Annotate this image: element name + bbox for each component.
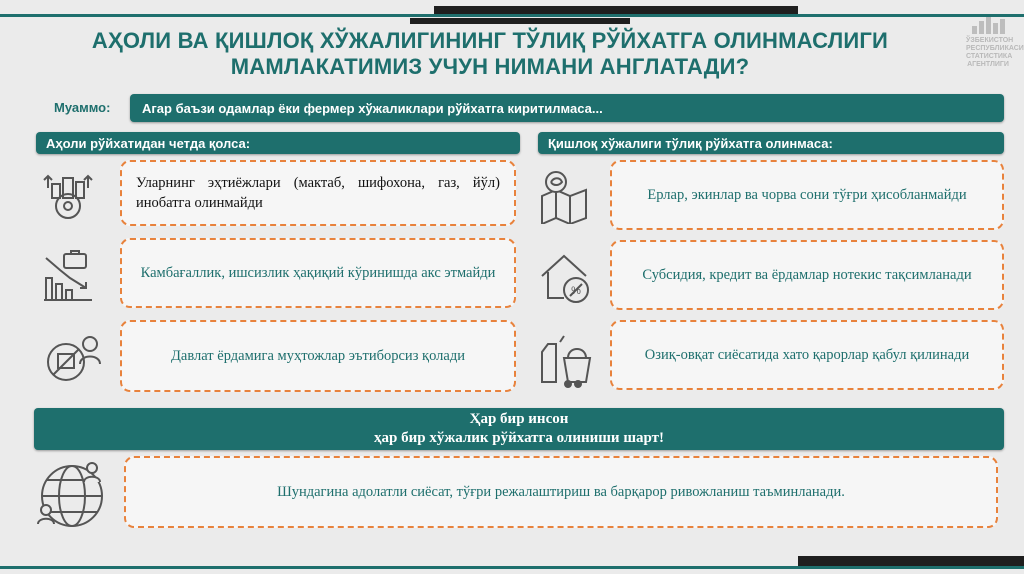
right-item-1-text: Ерлар, экинлар ва чорва сони тўғри ҳисоб… <box>647 187 967 203</box>
declining-chart-briefcase-icon <box>44 250 92 301</box>
left-section-header: Аҳоли рўйхатидан четда қолса: <box>36 132 520 154</box>
left-item-2: Камбағаллик, ишсизлик ҳақиқий кўринишда … <box>120 238 516 308</box>
land-map-icon <box>541 171 587 224</box>
right-section-header-text: Қишлоқ хўжалиги тўлиқ рўйхатга олинмаса: <box>548 135 833 151</box>
svg-text:%: % <box>571 285 581 297</box>
infrastructure-icon <box>43 174 93 219</box>
left-section-header-text: Аҳоли рўйхатидан четда қолса: <box>46 135 251 151</box>
call-to-action-band: Ҳар бир инсон ҳар бир хўжалик рўйхатга о… <box>34 408 1004 450</box>
excluded-person-icon <box>47 336 101 381</box>
conclusion-box: Шундагина адолатли сиёсат, тўғри режалаш… <box>124 456 998 528</box>
right-item-1: Ерлар, экинлар ва чорва сони тўғри ҳисоб… <box>610 160 1004 230</box>
page-title-line2: МАМЛАКАТИМИЗ УЧУН НИМАНИ АНГЛАТАДИ? <box>230 54 750 79</box>
right-section-header: Қишлоқ хўжалиги тўлиқ рўйхатга олинмаса: <box>538 132 1004 154</box>
left-item-1: Уларнинг эҳтиёжлари (мактаб, шифохона, г… <box>120 160 516 226</box>
bottom-bar-dark <box>798 556 1024 566</box>
logo-line-2: РЕСПУБЛИКАСИ <box>966 45 1024 52</box>
left-item-3-text: Давлат ёрдамига муҳтожлар эътиборсиз қол… <box>171 348 465 364</box>
left-item-3: Давлат ёрдамига муҳтожлар эътиборсиз қол… <box>120 320 516 392</box>
conclusion-text: Шундагина адолатли сиёсат, тўғри режалаш… <box>277 484 845 500</box>
page-title-line1: АҲОЛИ ВА ҚИШЛОҚ ХЎЖАЛИГИНИНГ ТЎЛИҚ РЎЙХА… <box>91 28 889 53</box>
right-item-2-text: Субсидия, кредит ва ёрдамлар нотекис тақ… <box>642 267 972 283</box>
problem-label: Муаммо: <box>54 100 111 115</box>
right-item-3: Озиқ-овқат сиёсатида хато қарорлар қабул… <box>610 320 1004 390</box>
food-groceries-icon <box>541 335 592 388</box>
call-to-action-line2: ҳар бир хўжалик рўйхатга олиниши шарт! <box>374 430 664 446</box>
left-item-2-text: Камбағаллик, ишсизлик ҳақиқий кўринишда … <box>140 265 496 281</box>
global-network-people-icon <box>37 462 103 527</box>
call-to-action-line1: Ҳар бир инсон <box>469 411 569 427</box>
top-bar-teal <box>0 14 1024 17</box>
logo-line-3: СТАТИСТИКА <box>966 53 1013 60</box>
right-item-2: Субсидия, кредит ва ёрдамлар нотекис тақ… <box>610 240 1004 310</box>
logo-line-4: АГЕНТЛИГИ <box>967 61 1009 68</box>
top-bar-dark <box>434 6 798 14</box>
statistics-agency-logo: ЎЗБЕКИСТОН РЕСПУБЛИКАСИ СТАТИСТИКА АГЕНТ… <box>966 14 1024 70</box>
problem-banner: Агар баъзи одамлар ёки фермер хўжаликлар… <box>130 94 1004 122</box>
logo-mark-icon <box>972 17 1005 34</box>
problem-text: Агар баъзи одамлар ёки фермер хўжаликлар… <box>142 100 603 116</box>
top-bar-dark-secondary <box>410 18 630 24</box>
page-title: АҲОЛИ ВА ҚИШЛОҚ ХЎЖАЛИГИНИНГ ТЎЛИҚ РЎЙХА… <box>40 28 940 80</box>
house-percent-icon: % <box>541 254 589 303</box>
right-item-3-text: Озиқ-овқат сиёсатида хато қарорлар қабул… <box>644 347 970 363</box>
left-item-1-text: Уларнинг эҳтиёжлари (мактаб, шифохона, г… <box>136 175 500 211</box>
bottom-bar-teal <box>0 566 1024 569</box>
logo-line-1: ЎЗБЕКИСТОН <box>966 37 1014 44</box>
